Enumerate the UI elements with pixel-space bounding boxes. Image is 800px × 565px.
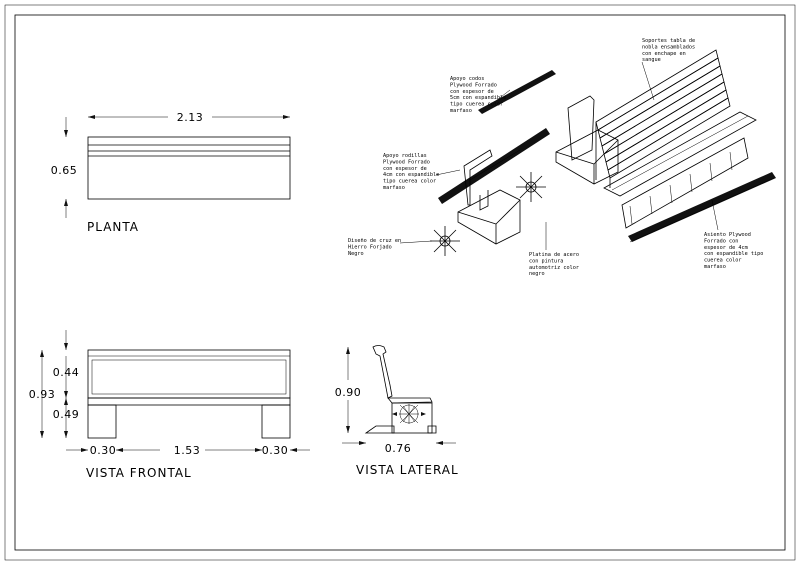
- arrow-left: [436, 441, 443, 445]
- lateral-view: 0.90 0.76 VISTA LATERAL: [335, 345, 459, 477]
- planta-outline: [87, 136, 291, 200]
- leader-asiento: [711, 199, 719, 231]
- note-diseno-cruz: Diseño de cruz en Hierro Forjado Negro: [348, 238, 404, 257]
- side-frame-front: [457, 149, 521, 245]
- lateral-foot-left: [364, 425, 395, 434]
- lateral-dim-height: 0.90: [335, 386, 362, 399]
- kneerest-bar: [438, 128, 550, 204]
- arrow-left: [421, 412, 426, 416]
- lateral-backrest: [372, 345, 393, 399]
- lateral-dim-depth: 0.76: [385, 442, 412, 455]
- frontal-title: VISTA FRONTAL: [86, 466, 192, 480]
- arrow-right: [255, 448, 262, 452]
- lateral-foot-right: [427, 425, 437, 434]
- note-respaldo: Soportes tabla de nobla ensamblados con …: [642, 38, 698, 63]
- leader-respaldo: [641, 61, 655, 101]
- arrow-right: [392, 412, 397, 416]
- cross-ornament-right: [516, 172, 546, 202]
- arrow-up: [346, 347, 350, 354]
- cross-ornament-left: [430, 226, 460, 256]
- leader-apoyo-codos: [496, 89, 511, 101]
- kneerest-ridge: [469, 149, 521, 181]
- planta-view: 2.13 0.65 PLANTA: [51, 111, 291, 234]
- frontal-view: 0.44 0.93 0.49 0.30 1.53 0.30 VISTA FRON…: [29, 330, 310, 480]
- bottom-rail: [628, 172, 776, 242]
- lateral-seat: [387, 397, 433, 404]
- leader-apoyo-rodillas: [435, 169, 461, 176]
- armrest-bar: [478, 70, 556, 114]
- leader-diseno-cruz: [399, 240, 433, 244]
- arrow-up: [64, 398, 68, 405]
- frontal-dim-seat: 0.49: [53, 408, 80, 421]
- planta-title: PLANTA: [87, 220, 139, 234]
- note-asiento: Asiento Plywood Forrado con espesor de 4…: [704, 232, 766, 270]
- side-frame-back: [555, 95, 619, 185]
- arrow-left: [88, 115, 95, 119]
- arrow-down: [64, 130, 68, 137]
- arrow-down: [64, 431, 68, 438]
- frontal-dim-leg-right: 0.30: [262, 444, 289, 457]
- arrow-down: [346, 426, 350, 433]
- frontal-leg-left: [87, 404, 117, 439]
- planta-dim-depth: 0.65: [51, 164, 78, 177]
- note-platina: Platina de acero con pintura automotriz …: [529, 252, 582, 277]
- frontal-dim-total: 0.93: [29, 388, 56, 401]
- bottom-rail-edge: [629, 177, 775, 243]
- frontal-backrest: [87, 349, 291, 399]
- frontal-dim-span: 1.53: [174, 444, 201, 457]
- arrow-left: [290, 448, 297, 452]
- arrow-right: [283, 115, 290, 119]
- frontal-seat: [87, 397, 291, 406]
- seat-plate-line: [611, 115, 749, 191]
- arrow-up: [64, 199, 68, 206]
- lateral-title: VISTA LATERAL: [356, 463, 459, 477]
- arrow-up: [40, 350, 44, 357]
- seat-block: [621, 137, 749, 229]
- arrow-left: [116, 448, 123, 452]
- arrow-down: [64, 343, 68, 350]
- frontal-dim-back: 0.44: [53, 366, 80, 379]
- frontal-dim-leg-left: 0.30: [90, 444, 117, 457]
- lateral-frame: [391, 402, 433, 434]
- arrow-down: [40, 431, 44, 438]
- exploded-isometric: Soportes tabla de nobla ensamblados con …: [348, 38, 776, 277]
- lateral-cross-rays: [399, 404, 419, 424]
- note-apoyo-rodillas: Apoyo rodillas Plywood Forrado con espes…: [383, 153, 442, 191]
- frontal-panel: [91, 359, 287, 395]
- backrest-slats: [595, 49, 731, 188]
- outer-frame: [4, 4, 796, 561]
- frontal-leg-right: [261, 404, 291, 439]
- arrow-right: [81, 448, 88, 452]
- planta-dim-width: 2.13: [177, 111, 204, 124]
- inner-frame: [14, 14, 786, 551]
- backrest-seat-plate: [603, 111, 757, 197]
- arrow-right: [359, 441, 366, 445]
- arrow-down: [64, 391, 68, 398]
- note-apoyo-codos: Apoyo codos Plywood Forrado con espesor …: [450, 76, 509, 114]
